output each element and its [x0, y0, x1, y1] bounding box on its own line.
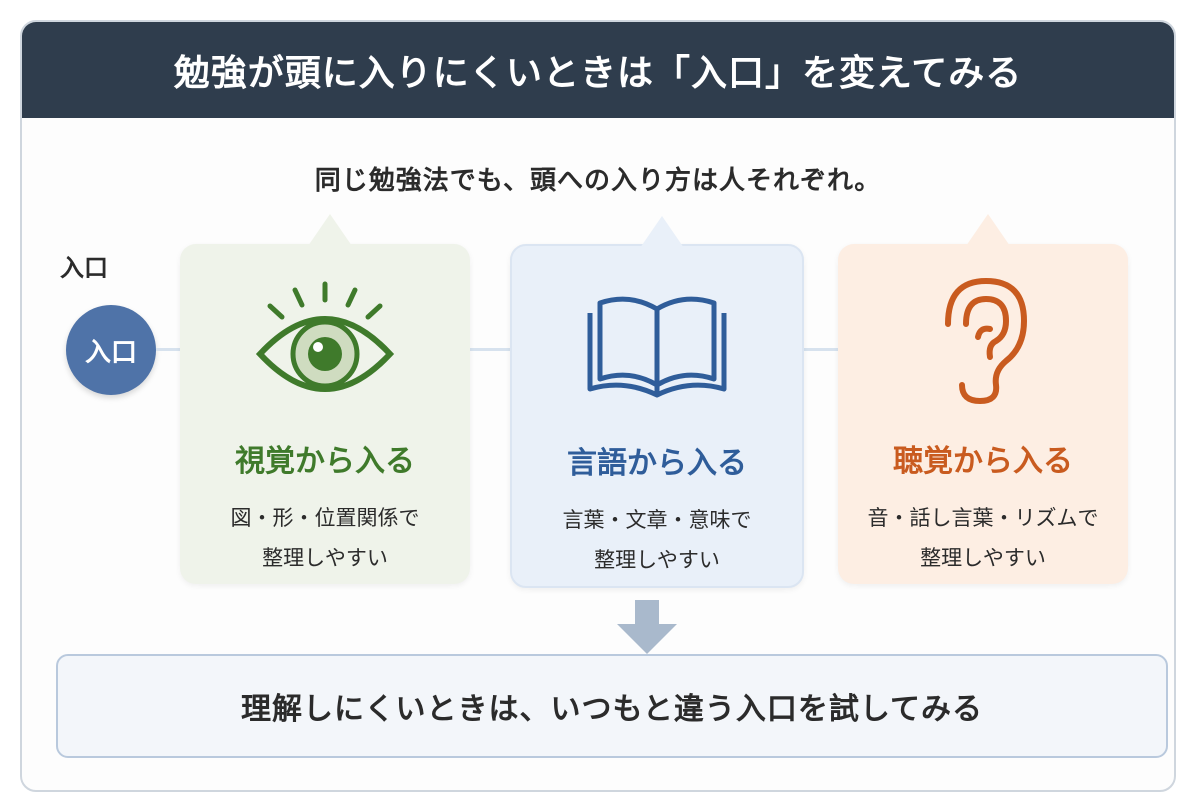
conclusion-box: 理解しにくいときは、いつもと違う入口を試してみる [56, 654, 1168, 758]
card-description: 言葉・文章・意味で 整理しやすい [512, 500, 802, 580]
entrance-badge: 入口 [66, 305, 156, 395]
desc-line: 整理しやすい [920, 546, 1046, 570]
down-arrow-icon [617, 600, 677, 654]
card-title: 視覚から入る [235, 444, 415, 479]
card-description: 図・形・位置関係で 整理しやすい [180, 498, 470, 578]
card-title: 聴覚から入る [893, 444, 1073, 479]
card-auditory: 聴覚から入る 音・話し言葉・リズムで 整理しやすい [838, 214, 1128, 584]
ear-icon [838, 264, 1128, 414]
card-title: 言語から入る [567, 446, 747, 481]
book-icon [512, 266, 802, 416]
header-bar: 勉強が頭に入りにくいときは「入口」を変えてみる [22, 22, 1174, 118]
subtitle: 同じ勉強法でも、頭への入り方は人それぞれ。 [314, 166, 882, 196]
connector-line [470, 348, 510, 351]
desc-line: 整理しやすい [594, 548, 720, 572]
page-title: 勉強が頭に入りにくいときは「入口」を変えてみる [173, 53, 1023, 94]
card-visual: 視覚から入る 図・形・位置関係で 整理しやすい [180, 214, 470, 584]
card-description: 音・話し言葉・リズムで 整理しやすい [838, 498, 1128, 578]
desc-line: 整理しやすい [262, 546, 388, 570]
connector-line [156, 348, 180, 351]
desc-line: 言葉・文章・意味で [562, 508, 752, 532]
connector-line [802, 348, 838, 351]
entrance-badge-label: 入口 [84, 337, 137, 368]
diagram-frame: 勉強が頭に入りにくいときは「入口」を変えてみる 同じ勉強法でも、頭への入り方は人… [20, 20, 1176, 792]
conclusion-text: 理解しにくいときは、いつもと違う入口を試してみる [241, 692, 983, 727]
card-language: 言語から入る 言葉・文章・意味で 整理しやすい [510, 216, 804, 588]
desc-line: 音・話し言葉・リズムで [867, 506, 1099, 530]
desc-line: 図・形・位置関係で [230, 506, 420, 530]
side-label: 入口 [60, 254, 108, 282]
eye-icon [180, 264, 470, 414]
